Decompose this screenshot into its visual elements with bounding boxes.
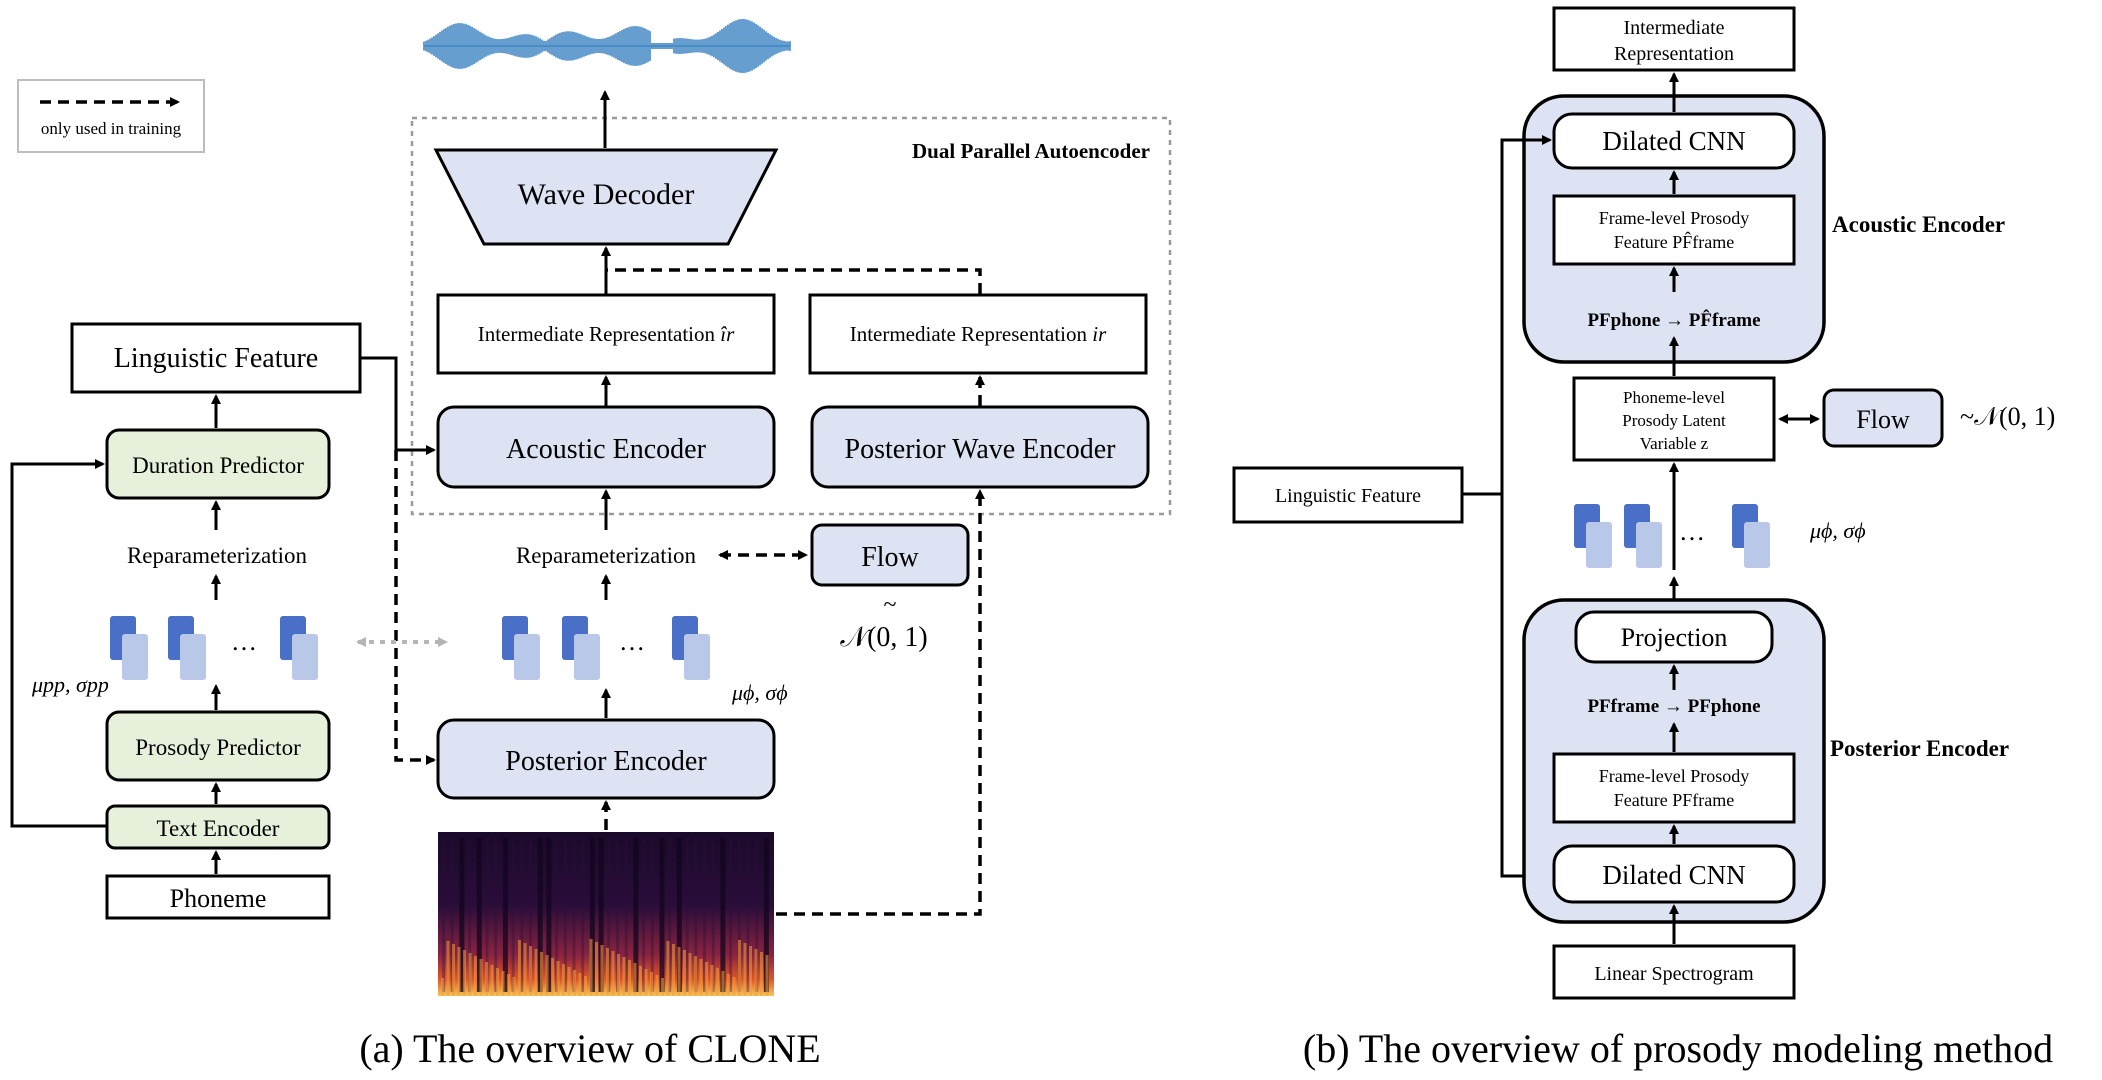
ir-symbol: ir (1092, 322, 1107, 346)
ir-text: Intermediate Representation (850, 322, 1093, 346)
projection (1574, 610, 1774, 664)
ir-b-line1: Intermediate (1623, 17, 1724, 39)
latent-group-b (1574, 504, 1770, 568)
duration-predictor (105, 428, 331, 500)
linear-spectrogram-label: Linear Spectrogram (1594, 963, 1754, 985)
duration-predictor-label: Duration Predictor (132, 453, 304, 478)
spectrogram-image (438, 832, 774, 996)
mu-phi-label-b: μϕ, σϕ (1809, 518, 1866, 543)
flow-box-b (1822, 388, 1944, 448)
reparameterization-left: Reparameterization (127, 543, 308, 568)
latent-variable (110, 616, 148, 680)
caption-b: (b) The overview of prosody modeling met… (1303, 1026, 2053, 1071)
dual-autoencoder-label: Dual Parallel Autoencoder (912, 139, 1150, 163)
flow-label-b: Flow (1856, 405, 1910, 434)
linear-spectrogram (1552, 944, 1796, 1000)
latent-variable (1624, 504, 1662, 568)
frame-prosody-hat-line1: Frame-level Prosody (1599, 208, 1749, 228)
frame-prosody-line1: Frame-level Prosody (1599, 766, 1749, 786)
ir-hat-symbol: îr (720, 322, 735, 346)
intermediate-representation-hat (436, 293, 776, 375)
frame-prosody-feature (1552, 752, 1796, 824)
acoustic-encoder-label: Acoustic Encoder (506, 434, 706, 465)
phoneme-label: Phoneme (170, 884, 267, 913)
phoneme-latent-variable (1572, 376, 1776, 462)
posterior-wave-encoder-label: Posterior Wave Encoder (845, 434, 1117, 465)
posterior-encoder-a (436, 718, 776, 800)
waveform-image (423, 19, 791, 73)
dilated-cnn-bottom (1552, 844, 1796, 904)
linguistic-feature-b-label: Linguistic Feature (1275, 485, 1421, 507)
flow-box-a (810, 523, 970, 587)
prosody-predictor (105, 710, 331, 782)
pf-phone-to-frame: PFphone → PF̂frame (1587, 310, 1760, 331)
prosody-predictor-label: Prosody Predictor (135, 735, 301, 760)
dilated-cnn-top (1552, 112, 1796, 170)
legend: only used in training (17, 79, 205, 153)
dilated-cnn-bottom-label: Dilated CNN (1602, 860, 1745, 890)
normal-b: ~𝒩(0, 1) (1960, 402, 2055, 431)
mu-pp-label: μpp, σpp (31, 672, 109, 697)
phoneme-latent-line3: Variable z (1640, 434, 1709, 453)
frame-prosody-line2: Feature PFframe (1614, 790, 1734, 810)
ir-b-line2: Representation (1614, 43, 1734, 65)
wave-decoder-label: Wave Decoder (518, 178, 695, 211)
caption-a: (a) The overview of CLONE (359, 1026, 820, 1071)
dilated-cnn-top-label: Dilated CNN (1602, 126, 1745, 156)
posterior-encoder-b-label: Posterior Encoder (1830, 736, 2009, 761)
linguistic-feature (70, 322, 362, 394)
frame-prosody-hat-line2: Feature PF̂frame (1614, 232, 1734, 252)
dual-autoencoder-region (410, 116, 1172, 516)
phoneme (105, 874, 331, 920)
posterior-wave-encoder (810, 405, 1150, 489)
ellipsis-b: … (1679, 517, 1705, 546)
latent-group-left (110, 616, 318, 680)
ellipsis-left: … (231, 627, 257, 656)
latent-variable (1732, 504, 1770, 568)
ir-label: Intermediate Representation ir (850, 322, 1107, 346)
intermediate-representation-b (1552, 6, 1796, 72)
panel-a: Dual Parallel Autoencoder Wave Decoder I… (10, 19, 1172, 1071)
text-encoder-label: Text Encoder (157, 816, 280, 841)
intermediate-representation (808, 293, 1148, 375)
legend-label: only used in training (41, 119, 182, 138)
latent-variable (280, 616, 318, 680)
projection-label: Projection (1621, 623, 1728, 652)
mu-phi-label-a: μϕ, σϕ (731, 680, 788, 705)
ir-hat-text: Intermediate Representation (478, 322, 721, 346)
normal-a: 𝒩(0, 1) (840, 622, 927, 653)
panel-b: Intermediate Representation Acoustic Enc… (1232, 6, 2055, 1071)
wave-decoder (433, 148, 779, 246)
reparameterization-mid: Reparameterization (516, 543, 697, 568)
pf-frame-to-phone: PFframe → PFphone (1587, 696, 1760, 717)
flow-label-a: Flow (861, 542, 919, 573)
latent-variable (168, 616, 206, 680)
linguistic-feature-label: Linguistic Feature (114, 343, 319, 374)
tilde-a: ~ (884, 592, 897, 618)
latent-variable (1574, 504, 1612, 568)
posterior-encoder-label-a: Posterior Encoder (505, 746, 707, 777)
acoustic-encoder-b-label: Acoustic Encoder (1832, 212, 2005, 237)
phoneme-latent-line1: Phoneme-level (1623, 388, 1725, 407)
ir-hat-label: Intermediate Representation îr (478, 322, 735, 346)
phoneme-latent-line2: Prosody Latent (1622, 411, 1726, 430)
acoustic-encoder (436, 405, 776, 489)
latent-variable (672, 616, 710, 680)
linguistic-feature-b (1232, 466, 1464, 524)
latent-variable (502, 616, 540, 680)
ellipsis-mid: … (619, 627, 645, 656)
latent-variable (562, 616, 600, 680)
latent-group-mid (502, 616, 710, 680)
frame-prosody-feature-hat (1552, 194, 1796, 266)
